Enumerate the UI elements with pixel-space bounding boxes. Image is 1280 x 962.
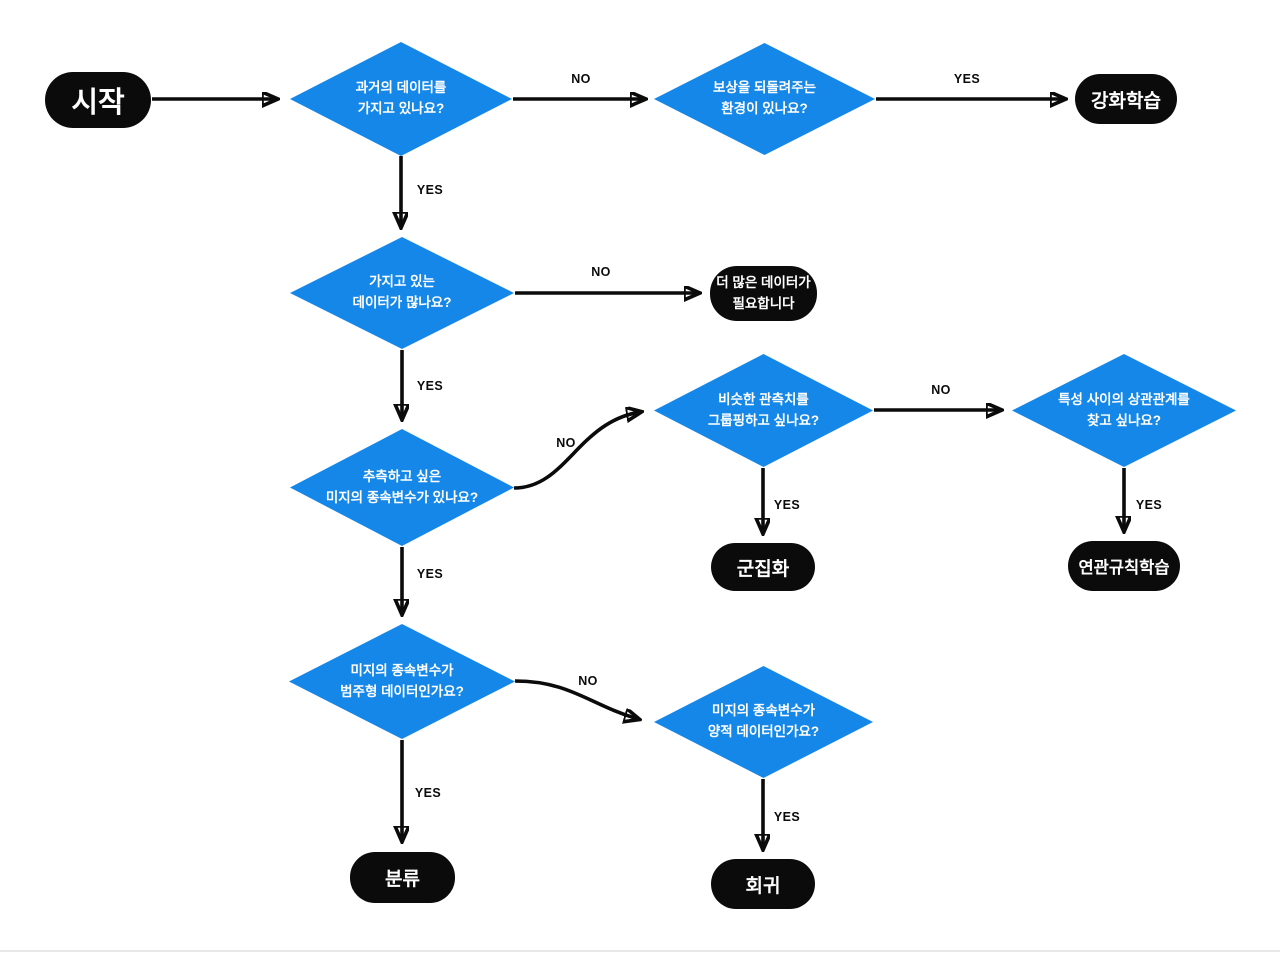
arrow-q-categorical-no-to-q-quantitative [514,679,638,719]
edge-label-yes-depvar-to-categorical: YES [416,567,444,581]
edge-label-no-depvar-to-grouping: NO [556,436,576,450]
edge-label-no-much-to-more-data: NO [591,265,611,279]
node-result-reinforcement-learning: 강화학습 [1075,74,1177,124]
edge-label-no-past-to-reward: NO [571,72,591,86]
edge-label-yes-much-to-depvar: YES [416,379,444,393]
bottom-divider [0,950,1280,952]
node-result-need-more-data: 더 많은 데이터가 필요합니다 [710,266,817,321]
edge-label-yes-quantitative-to-regression: YES [773,810,801,824]
edge-label-yes-reward-to-reinforcement: YES [953,72,981,86]
node-result-regression: 회귀 [711,859,815,909]
edge-label-no-categorical-to-quantitative: NO [578,674,598,688]
edge-label-yes-grouping-to-clustering: YES [773,498,801,512]
edge-label-no-grouping-to-correlation: NO [931,383,951,397]
node-result-association-rule-learning: 연관규칙학습 [1068,541,1180,591]
node-start: 시작 [45,72,151,128]
edge-label-yes-correlation-to-association: YES [1135,498,1163,512]
node-result-classification: 분류 [350,852,455,903]
edge-label-yes-past-to-much: YES [416,183,444,197]
node-result-clustering: 군집화 [711,543,815,591]
arrow-q-dependent-var-no-to-q-grouping [513,412,640,490]
edge-label-yes-categorical-to-classification: YES [414,786,442,800]
